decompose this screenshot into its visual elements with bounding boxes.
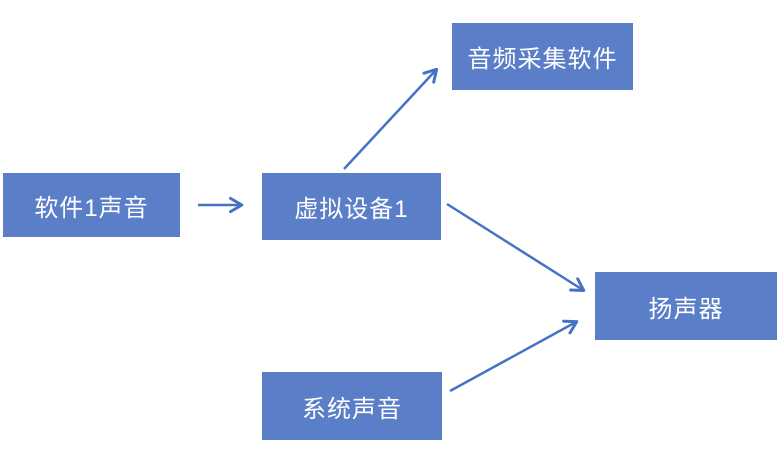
connector-system-to-speaker xyxy=(449,319,579,393)
node-label: 扬声器 xyxy=(648,295,724,323)
connector-virtual1-to-speaker xyxy=(446,202,586,292)
connector-virtual1-to-audio-capture xyxy=(343,67,439,170)
node-label: 系统声音 xyxy=(302,395,402,423)
node-label: 音频采集软件 xyxy=(467,46,618,73)
node-virtual-device-1: 虚拟设备1 xyxy=(262,173,441,240)
node-label: 软件1声音 xyxy=(34,194,149,222)
node-software1-sound: 软件1声音 xyxy=(3,173,180,237)
node-label: 虚拟设备1 xyxy=(294,196,409,223)
node-system-sound: 系统声音 xyxy=(262,372,442,440)
node-audio-capture-software: 音频采集软件 xyxy=(452,23,633,90)
node-speaker: 扬声器 xyxy=(595,272,777,340)
